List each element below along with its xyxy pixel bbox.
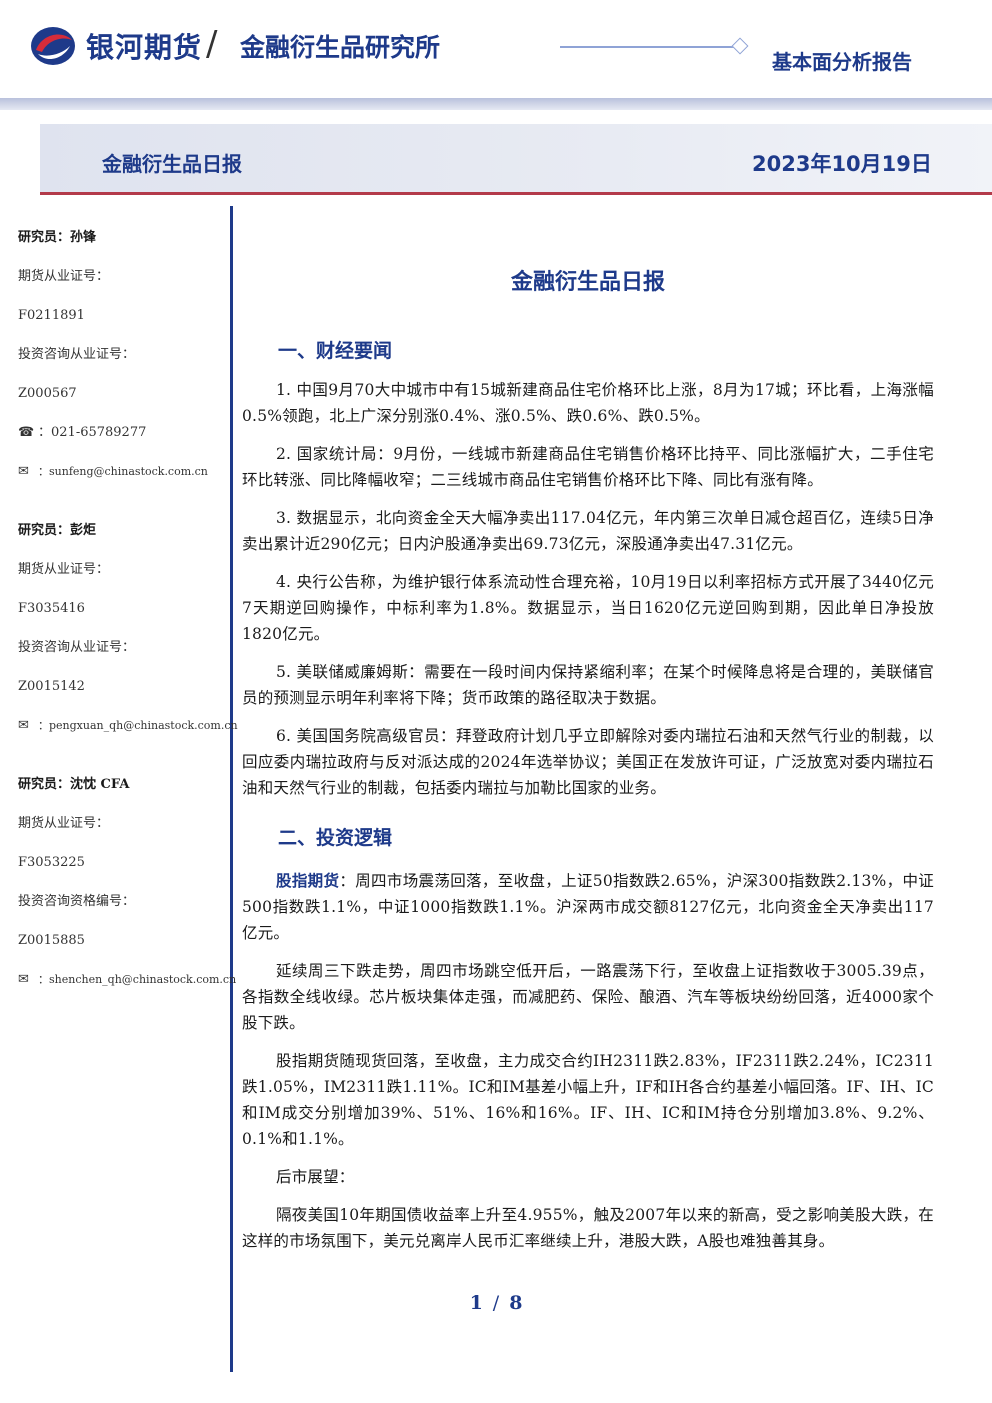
analyst-field: F0211891 (18, 308, 85, 323)
report-type: 基本面分析报告 (772, 50, 912, 74)
analyst-field: 期货从业证号： (18, 269, 110, 284)
analyst-field: Z0015142 (18, 679, 85, 694)
analyst-field: 期货从业证号： (18, 816, 110, 831)
brand-divider: / (206, 24, 218, 64)
title-band-underline (40, 192, 992, 195)
news-item: 2. 国家统计局：9月份，一线城市新建商品住宅销售价格环比持平、同比涨幅扩大，二… (242, 445, 934, 489)
section-heading-logic: 二、投资逻辑 (278, 827, 393, 849)
page-total: 8 (509, 1292, 523, 1314)
phone-number: ：021-65789277 (38, 425, 147, 440)
email-address[interactable]: ：pengxuan_qh@chinastock.com.cn (38, 719, 238, 732)
analyst-name: 研究员：沈忱 CFA (18, 777, 130, 792)
analyst-email[interactable]: ✉ ：pengxuan_qh@chinastock.com.cn (18, 716, 238, 755)
analyst-phone: ☎：021-65789277 (18, 423, 223, 462)
page-current: 1 (469, 1292, 483, 1314)
analyst-sidebar: 研究员：孙锋 期货从业证号： F0211891 投资咨询从业证号： Z00056… (18, 228, 238, 1009)
news-item: 6. 美国国务院高级官员：拜登政府计划几乎立即解除对委内瑞拉石油和天然气行业的制… (242, 727, 934, 797)
mail-icon: ✉ (18, 464, 29, 479)
analyst-field: 投资咨询从业证号： (18, 640, 136, 655)
email-address[interactable]: ：sunfeng@chinastock.com.cn (38, 465, 208, 478)
analyst-field: 投资咨询从业证号： (18, 347, 136, 362)
news-item: 5. 美联储威廉姆斯：需要在一段时间内保持紧缩利率；在某个时候降息将是合理的，美… (242, 663, 934, 707)
lead-text: ：周四市场震荡回落，至收盘，上证50指数跌2.65%，沪深300指数跌2.13%… (242, 872, 934, 942)
news-item: 3. 数据显示，北向资金全天大幅净卖出117.04亿元，年内第三次单日减仓超百亿… (242, 509, 934, 553)
analyst-email[interactable]: ✉ ：shenchen_qh@chinastock.com.cn (18, 970, 236, 1009)
band-title: 金融衍生品日报 (102, 152, 242, 176)
logic-paragraph: 股指期货随现货回落，至收盘，主力成交合约IH2311跌2.83%，IF2311跌… (242, 1052, 934, 1148)
analyst-card: 研究员：孙锋 期货从业证号： F0211891 投资咨询从业证号： Z00056… (18, 228, 223, 501)
analyst-field: F3053225 (18, 855, 85, 870)
analyst-card: 研究员：彭炬 期货从业证号： F3035416 投资咨询从业证号： Z00151… (18, 521, 238, 755)
section-heading-news: 一、财经要闻 (278, 340, 393, 362)
header-deco-line (560, 46, 735, 48)
sidebar-divider (230, 206, 233, 1372)
report-body: 金融衍生品日报 一、财经要闻 1. 中国9月70大中城市中有15城新建商品住宅价… (242, 264, 934, 1266)
email-address[interactable]: ：shenchen_qh@chinastock.com.cn (38, 973, 237, 986)
header-stripe (0, 98, 992, 110)
analyst-field: F3035416 (18, 601, 85, 616)
outlook-label: 后市展望： (276, 1168, 355, 1186)
analyst-field: Z000567 (18, 386, 77, 401)
analyst-card: 研究员：沈忱 CFA 期货从业证号： F3053225 投资咨询资格编号： Z0… (18, 775, 236, 1009)
analyst-name: 研究员：彭炬 (18, 523, 97, 538)
report-header: 银河期货 / 金融衍生品研究所 基本面分析报告 (0, 0, 992, 100)
analyst-email[interactable]: ✉ ：sunfeng@chinastock.com.cn (18, 462, 223, 501)
galaxy-logo-icon (31, 27, 75, 65)
news-item: 1. 中国9月70大中城市中有15城新建商品住宅价格环比上涨，8月为17城；环比… (242, 381, 934, 425)
logic-paragraph: 延续周三下跌走势，周四市场跳空低开后，一路震荡下行，至收盘上证指数收于3005.… (242, 962, 934, 1032)
institute-name: 金融衍生品研究所 (240, 33, 441, 62)
brand-name: 银河期货 (86, 31, 203, 64)
analyst-field: 期货从业证号： (18, 562, 110, 577)
analyst-field: 投资咨询资格编号： (18, 894, 136, 909)
mail-icon: ✉ (18, 718, 29, 733)
document-title: 金融衍生品日报 (510, 270, 665, 295)
report-date: 2023年10月19日 (752, 152, 932, 176)
logic-paragraph: 隔夜美国10年期国债收益率上升至4.955%，触及2007年以来的新高，受之影响… (242, 1206, 934, 1250)
mail-icon: ✉ (18, 972, 29, 987)
phone-icon: ☎ (18, 425, 35, 440)
news-item: 4. 央行公告称，为维护银行体系流动性合理充裕，10月19日以利率招标方式开展了… (242, 573, 934, 643)
title-band (40, 124, 992, 194)
page-separator: / (492, 1292, 500, 1314)
lead-label: 股指期货 (276, 871, 340, 890)
logic-lead-paragraph: 股指期货：周四市场震荡回落，至收盘，上证50指数跌2.65%，沪深300指数跌2… (242, 868, 934, 946)
analyst-field: Z0015885 (18, 933, 85, 948)
page-number: 1 / 8 (0, 1292, 992, 1314)
analyst-name: 研究员：孙锋 (18, 230, 97, 245)
diamond-icon (731, 37, 749, 55)
